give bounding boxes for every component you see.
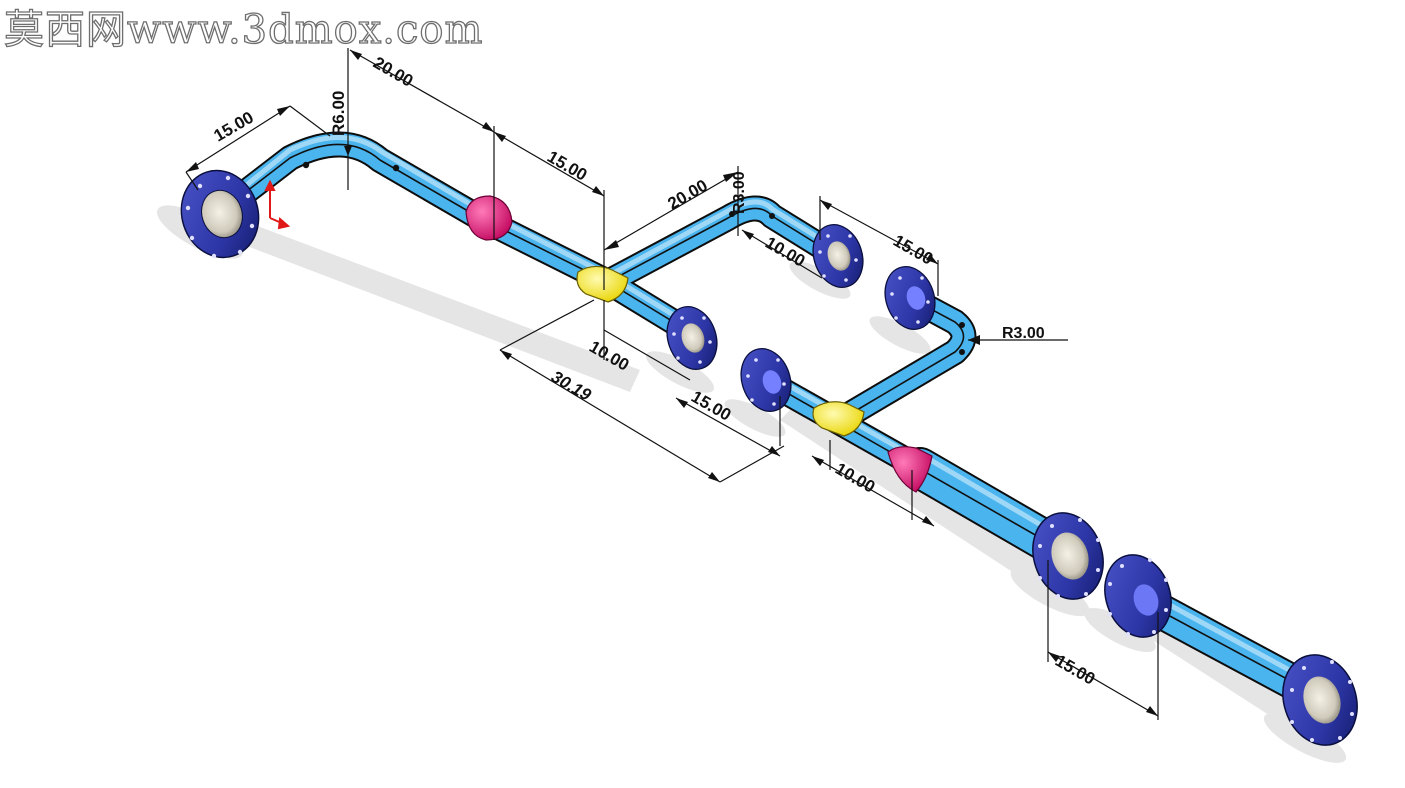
flange-lower-outlet [1032, 512, 1104, 600]
dimension-lines [185, 48, 1159, 720]
flange-tee1-outlet [666, 306, 718, 370]
origin-triad [264, 179, 291, 230]
dim-r6: R6.00 [329, 91, 348, 136]
watermark-text: 莫西网www.3dmox.com [3, 6, 484, 53]
dim-15-lower: 15.00 [688, 387, 734, 425]
dim-15-bottom: 15.00 [1052, 651, 1098, 689]
dim-r3-right: R3.00 [1002, 325, 1045, 342]
dim-15-mid: 15.00 [544, 147, 590, 185]
dim-20-branch: 20.00 [665, 176, 711, 214]
flange-spool-outlet [1282, 654, 1358, 746]
dim-15-top: 15.00 [211, 108, 257, 146]
flange-spool-inlet [1104, 554, 1172, 638]
dim-r3-branch: R3.00 [731, 171, 748, 214]
dim-15-right: 15.00 [890, 231, 936, 269]
dimension-arrows [186, 50, 1158, 716]
dim-20-top: 20.00 [370, 53, 416, 91]
flange-branch-upper [812, 224, 864, 288]
flanges [180, 169, 1358, 746]
flange-loop-right [884, 266, 936, 330]
drop-shadows [156, 205, 1347, 763]
tee-fittings [576, 265, 865, 437]
flange-lower-left [740, 348, 792, 412]
flange-inlet [180, 169, 260, 259]
reducer-fittings [465, 195, 933, 493]
